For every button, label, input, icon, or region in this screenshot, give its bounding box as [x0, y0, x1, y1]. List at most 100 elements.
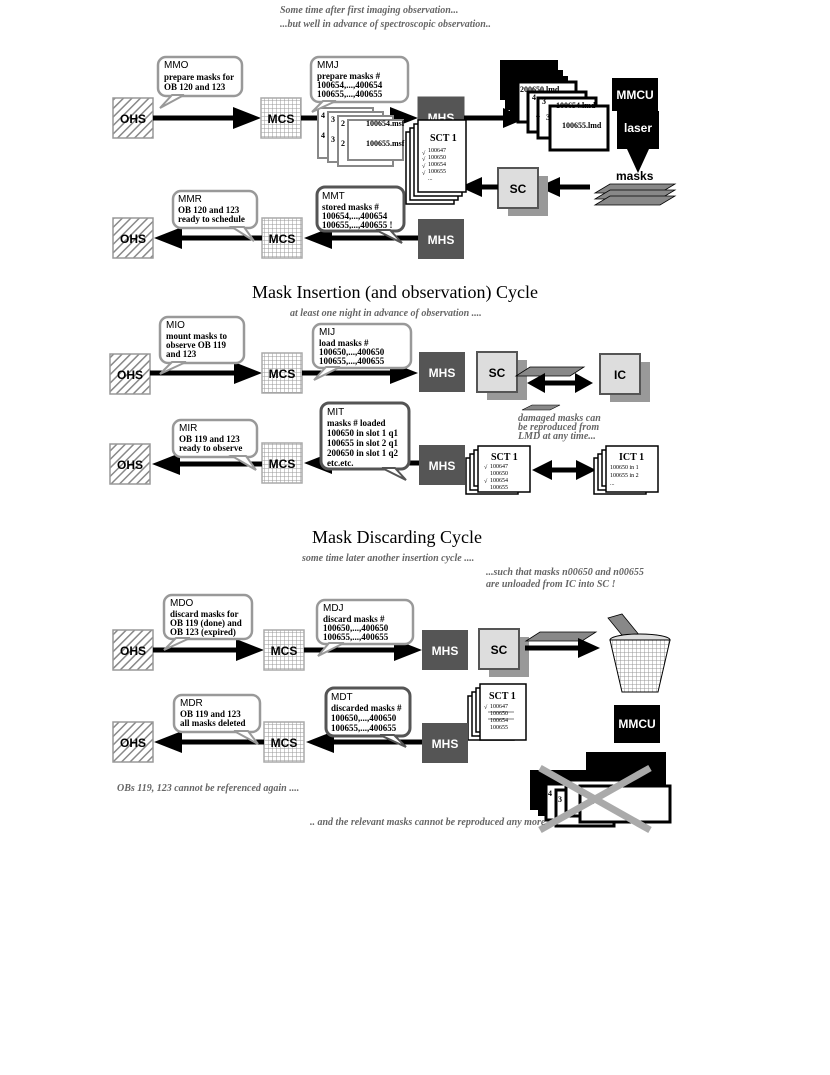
svg-text:discard masks for: discard masks for — [170, 609, 239, 619]
arrow-sc-to-trash — [524, 631, 600, 658]
caption-discarding: some time later another insertion cycle … — [301, 553, 474, 564]
svg-text:MMJ: MMJ — [317, 60, 339, 71]
svg-text:100650,...,400650: 100650,...,400650 — [319, 347, 385, 357]
svg-text:observe OB 119: observe OB 119 — [166, 340, 226, 350]
mcs-box-1: MCS — [260, 97, 302, 139]
sct-table-1: SCT 1 √ 100647 √ 100650 √ 100654 √ 10065… — [405, 119, 467, 205]
svg-text:OHS: OHS — [120, 644, 146, 658]
svg-text:100655,...,400655: 100655,...,400655 — [323, 632, 389, 642]
svg-text:ready to schedule: ready to schedule — [178, 214, 245, 224]
svg-text:100655,...,400655: 100655,...,400655 — [317, 89, 383, 99]
caption-masks-final: .. and the relevant masks cannot be repr… — [310, 817, 546, 828]
physical-masks-stack — [593, 183, 677, 206]
svg-text:4: 4 — [536, 111, 540, 120]
svg-text:4: 4 — [321, 111, 325, 120]
svg-text:MCS: MCS — [271, 736, 298, 750]
svg-text:200650 in slot 1 q2: 200650 in slot 1 q2 — [327, 448, 399, 458]
svg-text:2: 2 — [341, 119, 345, 128]
svg-text:100655: 100655 — [490, 725, 508, 731]
svg-text:100655,...,400655 !: 100655,...,400655 ! — [322, 220, 393, 230]
caption-insertion: at least one night in advance of observa… — [290, 308, 482, 319]
sc-box-3: SC — [478, 628, 529, 677]
svg-text:2: 2 — [341, 139, 345, 148]
svg-text:MIR: MIR — [179, 423, 197, 434]
svg-text:MHS: MHS — [432, 737, 459, 751]
svg-text:MMR: MMR — [178, 194, 202, 205]
svg-text:4: 4 — [532, 93, 536, 102]
ic-label: IC — [614, 368, 626, 382]
svg-text:100650: 100650 — [490, 471, 508, 477]
svg-text:prepare masks for: prepare masks for — [164, 72, 234, 82]
svg-text:100654,...,400654: 100654,...,400654 — [317, 80, 383, 90]
svg-text:MCS: MCS — [269, 232, 296, 246]
svg-text:100650,...,400650: 100650,...,400650 — [331, 713, 397, 723]
svg-text:MMT: MMT — [322, 191, 345, 202]
svg-text:MHS: MHS — [432, 644, 459, 658]
ohs-label: OHS — [120, 112, 146, 126]
svg-text:MMO: MMO — [164, 60, 189, 71]
svg-text:SC: SC — [491, 643, 508, 657]
mmcu-box-1: MMCU — [612, 78, 658, 111]
arrow-sc-to-sct — [460, 177, 498, 197]
bubble-mmr: MMR OB 120 and 123 ready to schedule — [171, 189, 259, 242]
svg-text:3: 3 — [331, 115, 335, 124]
svg-text:MMCU: MMCU — [618, 717, 655, 731]
svg-text:4: 4 — [321, 131, 325, 140]
svg-text:MCS: MCS — [269, 367, 296, 381]
svg-text:ready to observe: ready to observe — [179, 443, 242, 453]
svg-text:3: 3 — [542, 97, 546, 106]
bubble-mij: MIJ load masks # 100650,...,400650 10065… — [311, 322, 413, 381]
lmd-file-2: 100654.lmd — [556, 101, 596, 110]
svg-text:100654: 100654 — [490, 718, 508, 724]
bubble-mio: MIO mount masks to observe OB 119 and 12… — [158, 315, 246, 375]
caption-unload-1: ...such that masks n00650 and n00655 — [486, 567, 644, 578]
arrow-mcs-to-ohs-3 — [154, 731, 264, 753]
bubble-mdo: MDO discard masks for OB 119 (done) and … — [162, 593, 254, 651]
mhs-box-3: MHS — [419, 352, 465, 392]
svg-text:100650: 100650 — [428, 155, 446, 161]
msf-file-1: 100654.msf — [366, 119, 405, 128]
svg-text:be reproduced from: be reproduced from — [518, 422, 599, 433]
svg-text:100650,...,400650: 100650,...,400650 — [323, 623, 389, 633]
arrow-mhs-to-lmd — [464, 108, 527, 128]
arrow-ohs-to-mcs-3 — [153, 639, 264, 661]
svg-text:OHS: OHS — [117, 368, 143, 382]
svg-text:√: √ — [484, 464, 488, 471]
svg-text:MDT: MDT — [331, 692, 353, 703]
bubble-mdj: MDJ discard masks # 100650,...,400650 10… — [315, 598, 415, 657]
svg-text:OHS: OHS — [120, 736, 146, 750]
svg-text:and 123: and 123 — [166, 349, 197, 359]
svg-text:masks # loaded: masks # loaded — [327, 418, 386, 428]
svg-text:OB 120 and 123: OB 120 and 123 — [164, 82, 226, 92]
mhs-box-4: MHS — [419, 445, 465, 485]
svg-text:100650 in slot 1 q1: 100650 in slot 1 q1 — [327, 428, 399, 438]
svg-text:3: 3 — [558, 795, 562, 804]
mask-transfer-sc-ic — [514, 366, 593, 393]
ohs-box-1: OHS — [112, 97, 154, 139]
svg-text:100654: 100654 — [428, 162, 446, 168]
svg-text:...: ... — [610, 481, 615, 487]
bubble-mdr: MDR OB 119 and 123 all masks deleted — [172, 693, 262, 745]
svg-text:load masks #: load masks # — [319, 338, 369, 348]
svg-text:MCS: MCS — [269, 457, 296, 471]
mcs-box-6: MCS — [263, 721, 305, 763]
bubble-mdt: MDT discarded masks # 100650,...,400650 … — [324, 686, 412, 748]
sc-box-1: SC — [497, 167, 548, 216]
mmcu-box-2: MMCU — [614, 705, 660, 743]
svg-text:100655 in 2: 100655 in 2 — [610, 473, 639, 479]
bubble-mmo: MMO prepare masks for OB 120 and 123 — [156, 55, 244, 109]
mcs-label: MCS — [268, 112, 295, 126]
masks-label: masks — [616, 169, 654, 183]
ohs-box-3: OHS — [109, 353, 151, 395]
mcs-box-4: MCS — [261, 442, 303, 484]
svg-text:LMD at any time...: LMD at any time... — [517, 431, 596, 442]
svg-text:...: ... — [428, 176, 433, 182]
mhs-box-5: MHS — [422, 630, 468, 670]
arrow-masks-to-sc — [538, 177, 590, 197]
svg-text:stored masks #: stored masks # — [322, 202, 379, 212]
title-insertion: Mask Insertion (and observation) Cycle — [252, 282, 538, 303]
svg-text:mount masks to: mount masks to — [166, 331, 228, 341]
svg-text:discarded masks #: discarded masks # — [331, 703, 402, 713]
sc-label: SC — [510, 182, 527, 196]
